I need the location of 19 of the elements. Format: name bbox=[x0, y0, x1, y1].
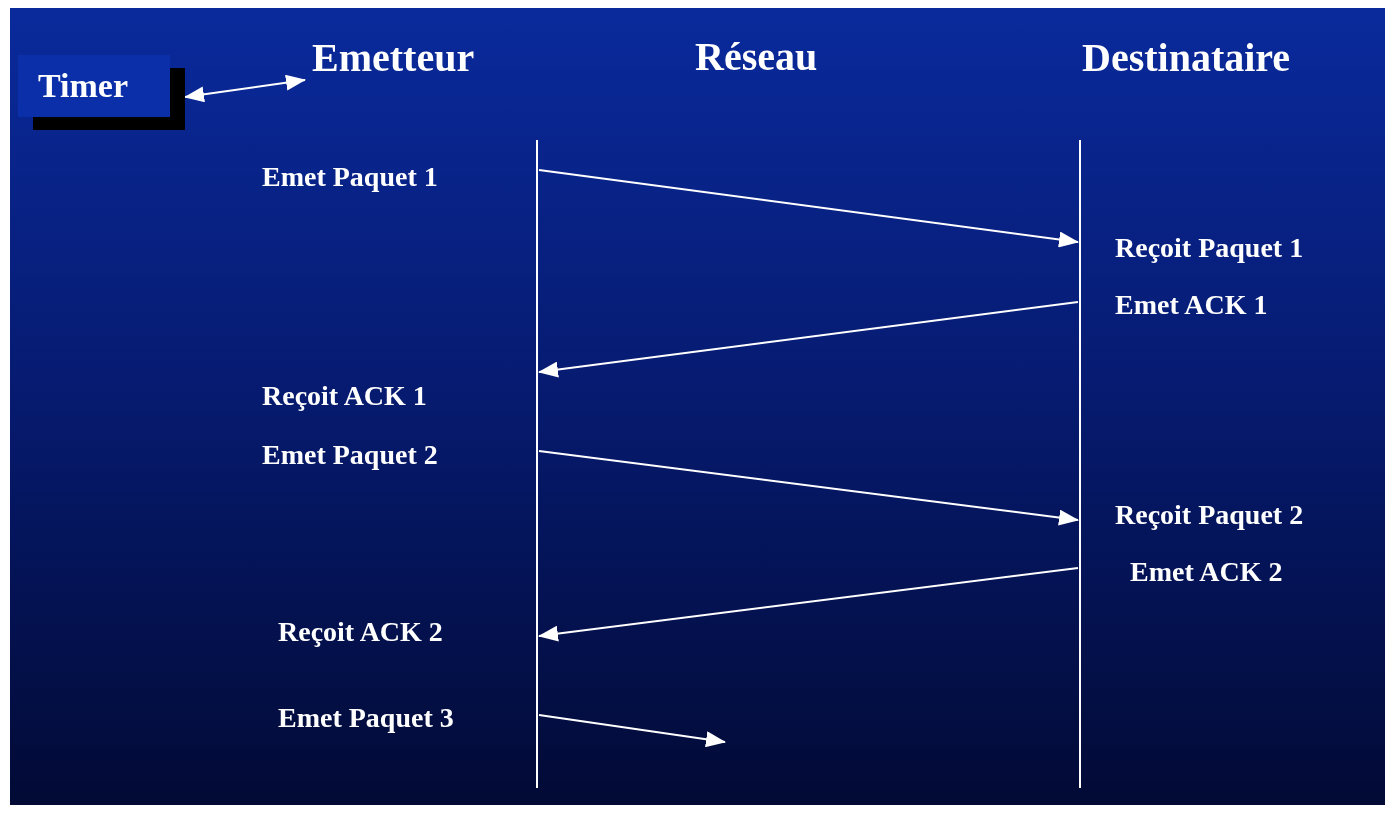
arrow bbox=[538, 169, 1079, 248]
message-label: Reçoit Paquet 1 bbox=[1115, 234, 1304, 262]
message-label: Emet Paquet 2 bbox=[262, 441, 438, 469]
arrow bbox=[538, 450, 1079, 526]
arrow bbox=[538, 714, 726, 748]
message-label: Emet ACK 2 bbox=[1130, 558, 1283, 586]
message-label: Reçoit Paquet 2 bbox=[1115, 501, 1304, 529]
column-heading: Destinataire bbox=[1082, 38, 1291, 78]
message-label: Emet ACK 1 bbox=[1115, 291, 1268, 319]
message-label: Emet Paquet 3 bbox=[278, 704, 454, 732]
message-label: Emet Paquet 1 bbox=[262, 163, 438, 191]
message-label: Reçoit ACK 1 bbox=[262, 382, 427, 410]
arrow bbox=[538, 567, 1079, 642]
timer-box: Timer bbox=[18, 55, 185, 130]
column-heading: Emetteur bbox=[312, 38, 475, 78]
arrow bbox=[538, 301, 1079, 378]
message-label: Reçoit ACK 2 bbox=[278, 618, 443, 646]
column-heading: Réseau bbox=[695, 37, 818, 77]
arrow bbox=[184, 74, 306, 103]
